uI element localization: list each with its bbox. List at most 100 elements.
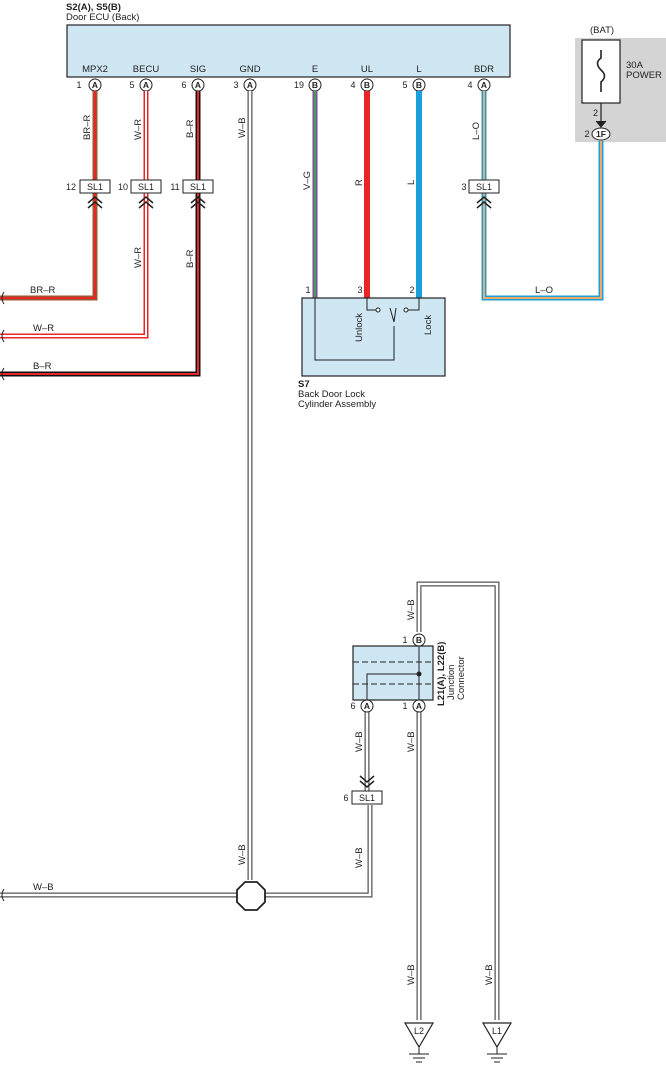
wire-label: BR–R <box>30 285 55 296</box>
wire-label: W–R <box>33 323 54 334</box>
pin-number: 1 <box>76 80 81 90</box>
lock-switch-icon <box>314 298 420 361</box>
fuse-pin-top: 2 <box>593 108 598 118</box>
wire-label: V–G <box>302 171 313 190</box>
terminal-label: E <box>312 64 318 75</box>
splice-lower: SL1 6 <box>343 775 383 805</box>
ground-l2-icon: L2 <box>403 1022 435 1063</box>
wire-label: W–B <box>237 117 248 138</box>
pin-number: 3 <box>233 80 238 90</box>
wire-label: L–O <box>535 285 553 296</box>
wire-label: L–O <box>471 122 482 140</box>
wire-label: W–B <box>237 844 248 865</box>
terminal-label: L <box>416 64 421 75</box>
connector-letter: B <box>416 635 422 645</box>
splice-pin: 11 <box>170 182 179 192</box>
pin-number: 4 <box>467 80 472 90</box>
splice-label: SL1 <box>138 182 154 192</box>
fuse-pin-bottom: 2 <box>584 129 589 139</box>
terminal-label: BDR <box>474 64 494 75</box>
connector-arrow-icon <box>595 120 607 128</box>
switch-pin: 1 <box>305 285 310 295</box>
wire-label: W–R <box>133 119 144 140</box>
wire-sig <box>0 91 201 377</box>
fuse-box <box>581 39 621 104</box>
wire-label: W–B <box>354 847 365 868</box>
terminal-label: UL <box>361 64 373 75</box>
fuse-connector: 1F <box>596 129 606 139</box>
wire-color-labels: BR–R W–R B–R W–B V–G R L L–O W–R B–R BR–… <box>30 115 553 985</box>
splice-label: SL1 <box>359 793 375 803</box>
wire-mpx2 <box>0 91 98 301</box>
battery-label: (BAT) <box>590 25 614 36</box>
splice-pin: 10 <box>118 182 128 192</box>
ground-splice-point <box>236 881 266 911</box>
wire-break-marks <box>1 291 5 902</box>
connector-letter: A <box>416 701 422 711</box>
wire-label: BR–R <box>82 115 93 140</box>
ecu-code: S2(A), S5(B) <box>66 2 121 13</box>
ecu-terminal-labels: MPX2 BECU SIG GND E UL L BDR <box>82 64 494 75</box>
ground-label: L2 <box>414 1026 424 1036</box>
wire-becu <box>0 91 149 339</box>
wire-label: B–R <box>33 361 52 372</box>
wire-label: R <box>354 179 365 186</box>
splice-pin: 3 <box>461 182 466 192</box>
splice-mpx2: SL1 12 <box>66 179 111 209</box>
pin-number: 5 <box>129 80 134 90</box>
wire-label: W–B <box>354 731 365 752</box>
wire-label: B–R <box>185 119 196 138</box>
fuse-name: POWER <box>626 70 662 81</box>
wire-gnd <box>0 91 373 898</box>
connector-letter: A <box>247 80 253 90</box>
ground-label: L1 <box>492 1026 502 1036</box>
switch-pin: 2 <box>409 285 414 295</box>
terminal-label: GND <box>239 64 260 75</box>
junction-pin: 1 <box>402 635 407 645</box>
splice-label: SL1 <box>87 182 103 192</box>
junction-name-line1: Junction <box>446 665 457 700</box>
pin-number: 6 <box>181 80 186 90</box>
switch-name-line2: Cylinder Assembly <box>298 399 376 410</box>
junction-internal <box>353 646 433 700</box>
splice-pin: 12 <box>66 182 76 192</box>
connector-letter: B <box>364 80 370 90</box>
wire-label: W–R <box>133 247 144 268</box>
terminal-label: BECU <box>133 64 160 75</box>
junction-code: L21(A), L22(B) <box>436 642 447 706</box>
pin-number: 19 <box>294 80 304 90</box>
door-ecu-box <box>66 24 511 78</box>
wire-label: B–R <box>185 249 196 268</box>
ecu-name: Door ECU (Back) <box>66 12 139 23</box>
splice-bdr: SL1 3 <box>461 179 500 209</box>
junction-pin: 6 <box>350 701 355 711</box>
switch-name-line1: Back Door Lock <box>298 389 365 400</box>
splice-pin: 6 <box>343 793 348 803</box>
junction-pin: 1 <box>402 701 407 711</box>
wire-label: W–B <box>406 964 417 985</box>
splice-becu: SL1 10 <box>118 179 162 209</box>
connector-letter: A <box>143 80 149 90</box>
ecu-pins: 1 A 5 A 6 A 3 A 19 B 4 B 5 B 4 A <box>76 78 491 92</box>
pin-number: 5 <box>402 80 407 90</box>
junction-name-line2: Connector <box>456 656 467 700</box>
terminal-label: MPX2 <box>82 64 108 75</box>
connector-letter: A <box>92 80 98 90</box>
fuse-amp: 30A <box>626 60 644 71</box>
lock-label: Lock <box>423 315 434 335</box>
lock-cylinder-box <box>301 297 446 377</box>
wire-bdr <box>481 91 604 301</box>
switch-pin: 3 <box>357 285 362 295</box>
connector-letter: B <box>312 80 318 90</box>
switch-code: S7 <box>298 379 310 390</box>
pin-number: 4 <box>350 80 355 90</box>
connector-letter: A <box>481 80 487 90</box>
wire-label: W–B <box>406 599 417 620</box>
wire-junction <box>364 581 500 1020</box>
wire-label: W–B <box>484 964 495 985</box>
wire-label: W–B <box>406 731 417 752</box>
splice-label: SL1 <box>476 182 492 192</box>
unlock-label: Unlock <box>354 313 365 342</box>
fuse-icon <box>596 50 606 92</box>
